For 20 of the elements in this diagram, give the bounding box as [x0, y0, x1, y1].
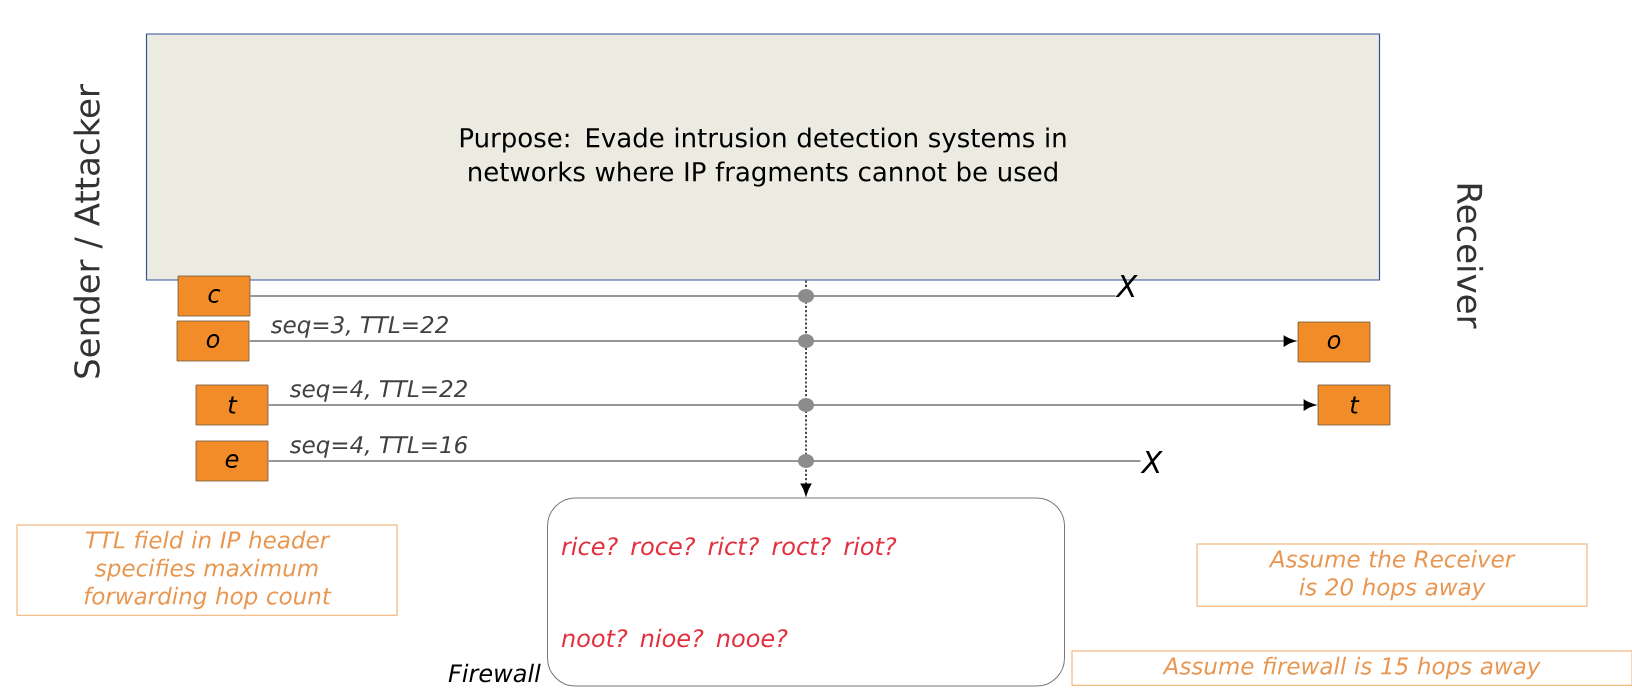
axis-label: Sender / Attacker — [73, 84, 103, 378]
note-box: TTL field in IP header specifies maximum forwarding hop count — [16, 524, 398, 616]
packet-box: t — [1317, 384, 1391, 426]
arrow — [268, 399, 1315, 411]
edge-label: seq=3, TTL=22 — [270, 316, 448, 338]
packet-box: o — [1297, 321, 1371, 363]
arrow — [249, 335, 1295, 347]
axis-label: Receiver — [1456, 184, 1484, 329]
arrow — [800, 279, 812, 495]
drop-mark: X — [1140, 451, 1163, 473]
packet-box: c — [177, 275, 251, 317]
note-box: Assume firewall is 15 hops away — [1071, 650, 1632, 686]
edge-label: seq=4, TTL=16 — [289, 436, 468, 458]
firewall-label: Firewall — [448, 663, 541, 683]
edge-label: seq=4, TTL=22 — [289, 380, 467, 402]
note-box: Assume the Receiver is 20 hops away — [1196, 543, 1588, 607]
packet-box: e — [195, 440, 269, 482]
firewall-box: rice? roce? rict? roct? riot? noot? nioe? nooe? — [547, 497, 1065, 687]
packet-box: t — [195, 384, 269, 426]
packet-box: o — [176, 320, 250, 362]
